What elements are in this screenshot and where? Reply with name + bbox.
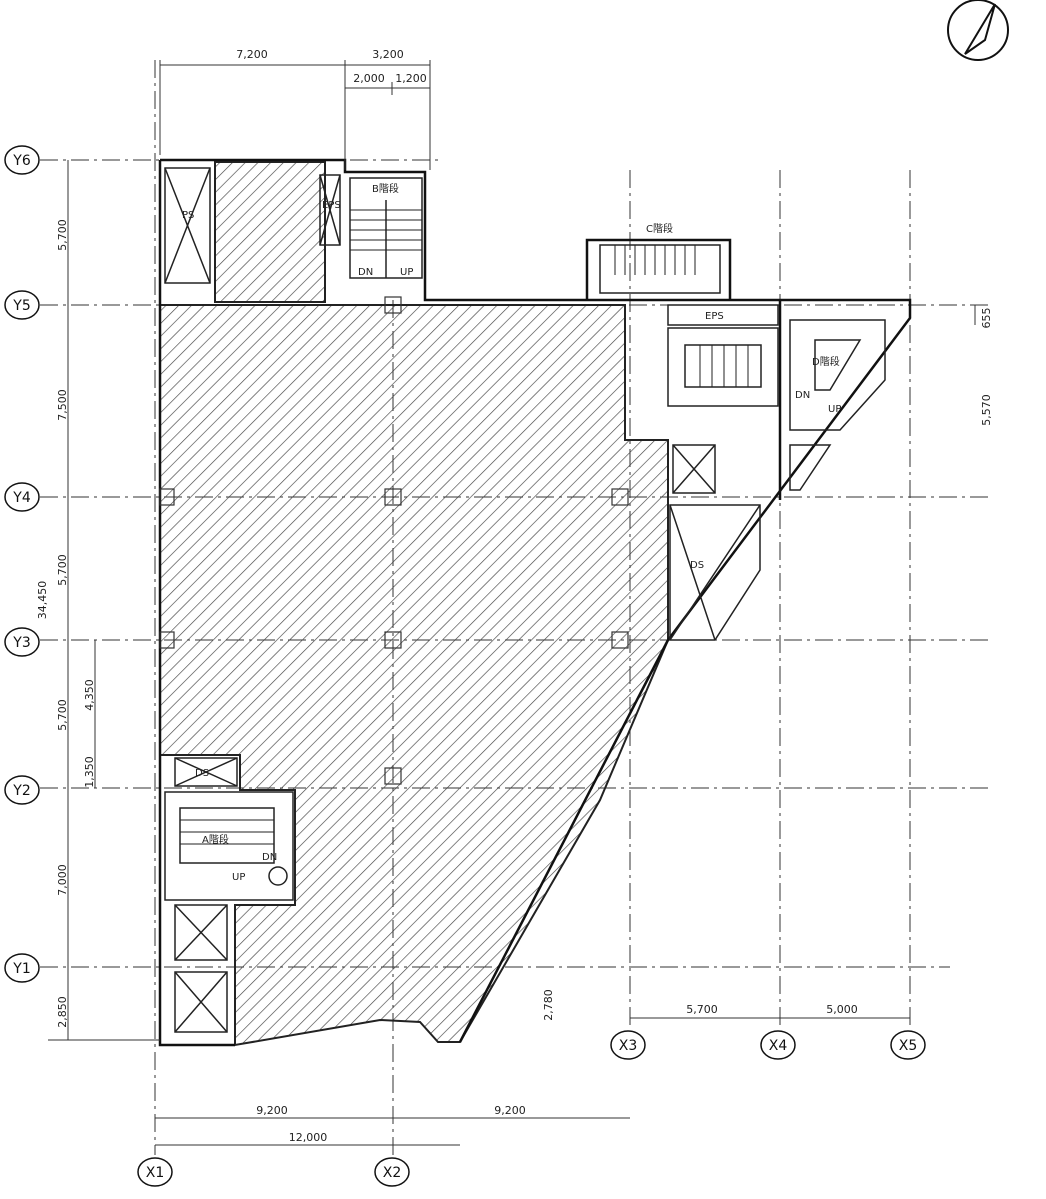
columns (159, 296, 629, 785)
north-arrow-icon (947, 0, 1009, 61)
label-up-right: UP (828, 404, 841, 415)
label-dn-left: DN (262, 852, 277, 863)
core-elements (164, 167, 886, 1033)
dim-bottom-12000: 12,000 (289, 1131, 328, 1144)
dim-top-1200: 1,200 (395, 72, 427, 85)
label-stair-d: D階段 (812, 355, 840, 368)
dimension-texts: 7,200 3,200 2,000 1,200 5,700 7,500 34,4… (36, 48, 993, 1144)
dim-bottom-2780: 2,780 (542, 989, 555, 1021)
dim-bottom-5700: 5,700 (686, 1003, 718, 1016)
axis-y6: Y6 (12, 153, 31, 169)
axis-x5: X5 (899, 1038, 918, 1054)
axis-y1: Y1 (12, 961, 30, 977)
axis-x4: X4 (769, 1038, 788, 1054)
label-eps-top: EPS (322, 200, 341, 211)
dimension-lines (48, 60, 976, 1146)
axis-x2: X2 (383, 1165, 402, 1181)
dim-left-2850: 2,850 (56, 996, 69, 1028)
dim-left-5700-a: 5,700 (56, 219, 69, 251)
axis-x1: X1 (146, 1165, 165, 1181)
label-ds-left: DS (195, 768, 209, 779)
axis-bubbles (4, 145, 926, 1187)
axis-y2: Y2 (12, 783, 30, 799)
dim-bottom-9200-b: 9,200 (494, 1104, 526, 1117)
label-up-top: UP (400, 267, 413, 278)
label-stair-a: A階段 (202, 833, 229, 846)
dim-top-2000: 2,000 (353, 72, 385, 85)
dim-left-5700-c: 5,700 (56, 699, 69, 731)
label-dn-top: DN (358, 267, 373, 278)
axis-x3: X3 (619, 1038, 638, 1054)
label-ps: PS (182, 210, 194, 221)
label-stair-c: C階段 (646, 222, 673, 235)
dim-left-34450: 34,450 (36, 581, 49, 620)
dim-right-655: 655 (980, 308, 993, 329)
label-eps-right: EPS (705, 311, 724, 322)
label-stair-b: B階段 (372, 182, 399, 195)
dim-left-7500: 7,500 (56, 389, 69, 421)
dim-left-7000: 7,000 (56, 864, 69, 896)
axis-labels: Y6 Y5 Y4 Y3 Y2 Y1 X1 X2 X3 X4 X5 (12, 153, 917, 1181)
dim-left-5700-b: 5,700 (56, 554, 69, 586)
dim-top-3200: 3,200 (372, 48, 404, 61)
label-ds-mid: DS (690, 560, 704, 571)
dim-left-1350: 1,350 (83, 756, 96, 788)
axis-y3: Y3 (12, 635, 30, 651)
dim-left-4350: 4,350 (83, 679, 96, 711)
office-area (159, 161, 669, 1047)
room-labels: PS EPS B階段 DN UP C階段 EPS D階段 DN UP DS DS… (182, 182, 841, 883)
dim-top-7200: 7,200 (236, 48, 268, 61)
label-dn-right: DN (795, 390, 810, 401)
label-up-left: UP (232, 872, 245, 883)
dim-right-5570: 5,570 (980, 394, 993, 426)
building-outline (158, 158, 912, 1047)
dim-bottom-5000: 5,000 (826, 1003, 858, 1016)
dim-bottom-9200-a: 9,200 (256, 1104, 288, 1117)
axis-y4: Y4 (12, 490, 31, 506)
axis-y5: Y5 (12, 298, 30, 314)
